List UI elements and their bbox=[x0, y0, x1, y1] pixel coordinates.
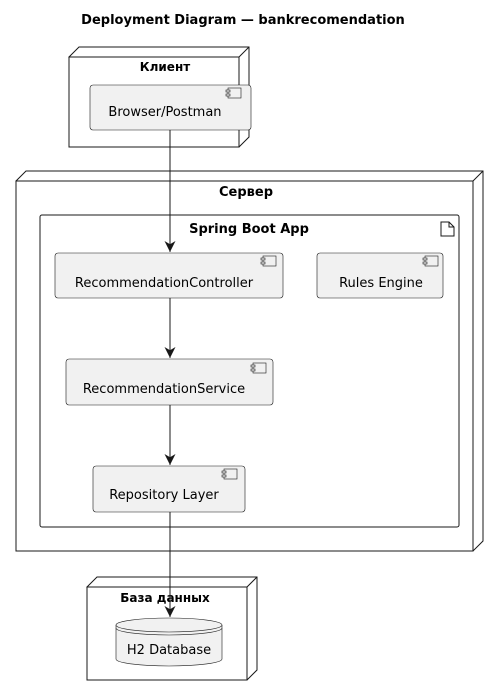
database-h2: H2 Database bbox=[115, 617, 223, 667]
component-browser: Browser/Postman bbox=[89, 84, 252, 131]
component-icon bbox=[422, 255, 439, 267]
component-browser-label: Browser/Postman bbox=[108, 105, 221, 120]
component-recommendation-service-label: RecommendationService bbox=[83, 382, 245, 397]
diagram-title: Deployment Diagram — bankrecomendation bbox=[81, 13, 405, 28]
component-icon bbox=[225, 87, 242, 99]
component-recommendation-controller-label: RecommendationController bbox=[75, 276, 254, 291]
component-recommendation-service: RecommendationService bbox=[65, 358, 274, 406]
component-repository-layer-label: Repository Layer bbox=[109, 488, 219, 503]
component-icon bbox=[221, 468, 238, 480]
component-rules-engine-label: Rules Engine bbox=[339, 276, 423, 291]
component-icon bbox=[260, 255, 277, 267]
node-database-label: База данных bbox=[120, 591, 210, 605]
component-repository-layer: Repository Layer bbox=[92, 465, 246, 513]
node-client-label: Клиент bbox=[140, 60, 190, 74]
node-server-label: Сервер bbox=[219, 185, 273, 200]
artifact-icon bbox=[440, 221, 455, 237]
component-icon bbox=[250, 362, 267, 374]
database-h2-label: H2 Database bbox=[127, 643, 211, 658]
component-recommendation-controller: RecommendationController bbox=[54, 252, 284, 299]
artifact-label: Spring Boot App bbox=[189, 222, 309, 237]
component-rules-engine: Rules Engine bbox=[316, 252, 444, 299]
